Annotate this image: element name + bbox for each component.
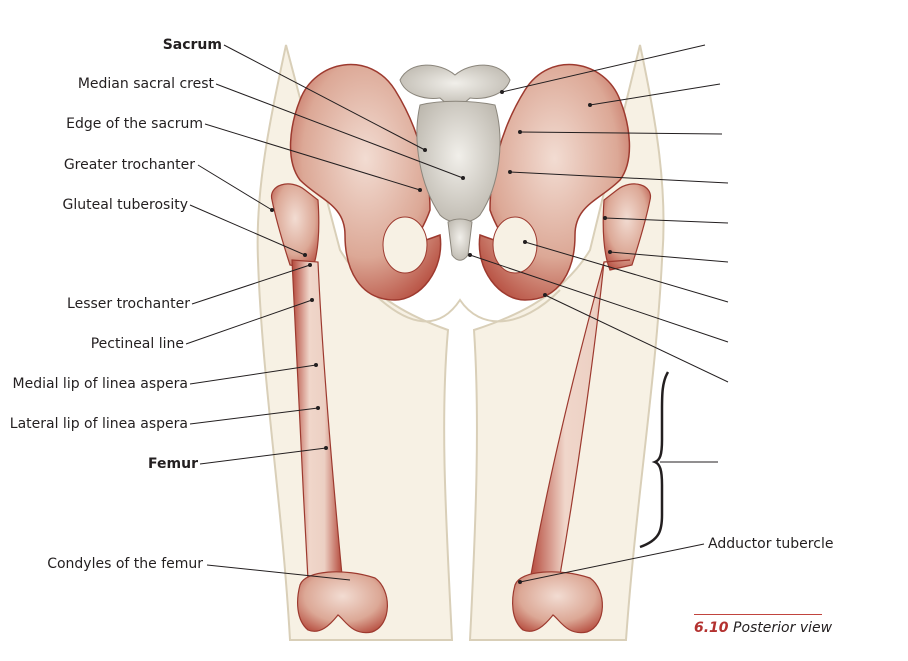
- label-pectineal-line: Pectineal line: [90, 336, 184, 352]
- sacrum-body: [416, 100, 501, 223]
- pelvis: [289, 63, 631, 301]
- caption-rule: [694, 614, 822, 615]
- sacrum-bone: [399, 64, 511, 261]
- right-femur: [512, 183, 651, 634]
- label-sacrum: Sacrum: [162, 37, 222, 53]
- right-leader-lines: [469, 44, 729, 583]
- label-condyles: Condyles of the femur: [47, 556, 203, 572]
- left-femur: [271, 183, 388, 634]
- left-femur-head: [271, 183, 320, 271]
- label-lateral-lip: Lateral lip of linea aspera: [9, 416, 188, 432]
- left-femur-condyles: [297, 571, 388, 634]
- left-leader-lines: [185, 44, 464, 581]
- label-gluteal-tuberosity: Gluteal tuberosity: [62, 197, 188, 213]
- leader-dots: [270, 90, 612, 584]
- label-edge-of-sacrum: Edge of the sacrum: [66, 116, 203, 132]
- femur-range-brace: [639, 371, 670, 549]
- left-obturator-foramen: [382, 216, 428, 274]
- label-adductor-tubercle: Adductor tubercle: [708, 536, 834, 552]
- figure-caption: 6.10 Posterior view: [694, 620, 832, 636]
- label-femur: Femur: [148, 456, 198, 472]
- figure-view-label: Posterior view: [728, 620, 833, 636]
- lumbar-vertebra: [399, 64, 511, 106]
- figure-number: 6.10: [694, 620, 729, 636]
- right-obturator-foramen: [492, 216, 538, 274]
- right-femur-condyles: [512, 571, 603, 634]
- label-medial-lip: Medial lip of linea aspera: [12, 376, 188, 392]
- gluteal-fold: [369, 289, 561, 323]
- label-median-sacral-crest: Median sacral crest: [77, 76, 214, 92]
- right-femur-head: [602, 183, 651, 271]
- label-lesser-trochanter: Lesser trochanter: [67, 296, 190, 312]
- label-greater-trochanter: Greater trochanter: [63, 157, 195, 173]
